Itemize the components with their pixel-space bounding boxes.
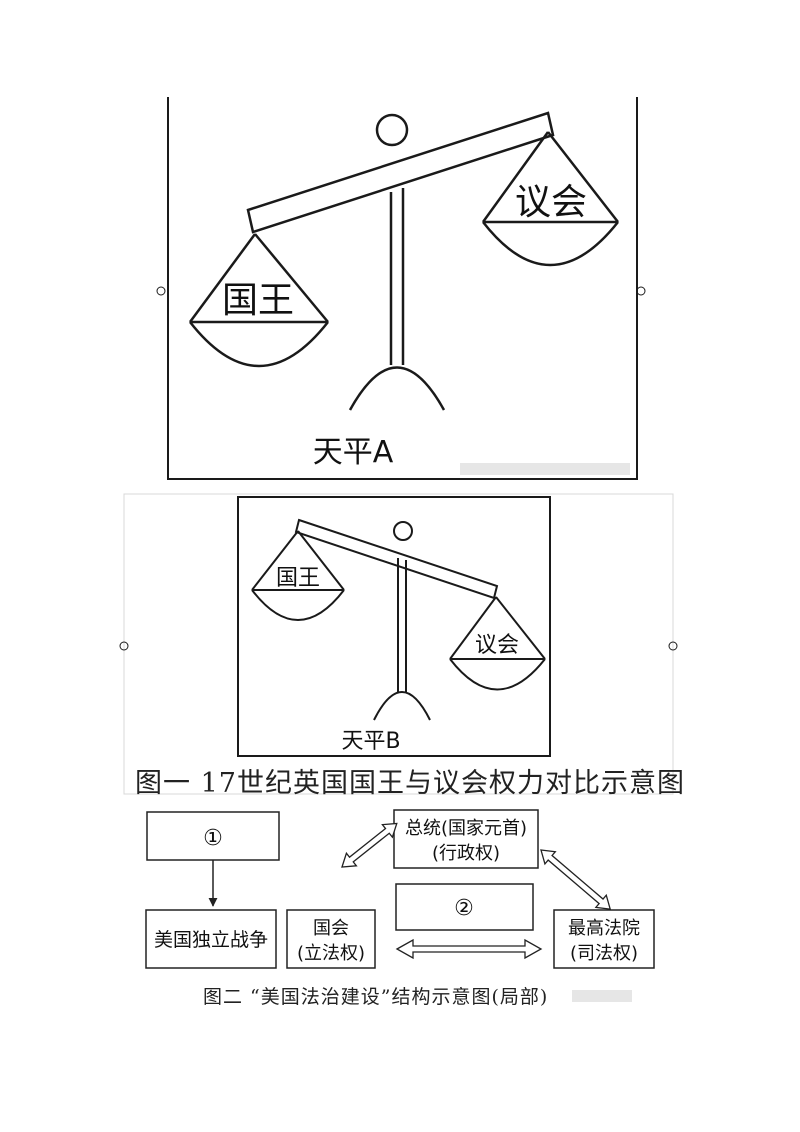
scale-a-frame: [167, 97, 638, 480]
scale-a-base: [348, 366, 446, 411]
watermark-smudge: [460, 463, 630, 475]
blank-box-1-label: ①: [203, 826, 223, 851]
blank-box-2-label: ②: [454, 896, 474, 921]
president-box: [393, 809, 539, 869]
congress-box: [286, 909, 376, 969]
president-box-line2: (行政权): [432, 843, 500, 864]
scale-a-caption: 天平A: [313, 435, 394, 470]
scale-b-base: [373, 691, 431, 721]
scale-a-left-pan-label: 国王: [222, 280, 294, 321]
scale-b-right-pan-label: 议会: [475, 633, 519, 658]
scale-b-right-pan: 议会: [449, 596, 546, 691]
court-box: [553, 909, 655, 969]
figure1-caption: 图一 17世纪英国国王与议会权力对比示意图: [135, 768, 685, 799]
scale-b-beam: [294, 518, 499, 600]
scale-a: 国王 议会 天平A: [156, 97, 646, 480]
scale-a-pivot-ball: [375, 113, 409, 147]
scale-a-beam: [246, 111, 555, 234]
figure2-caption: 图二 “美国法治建设”结构示意图(局部): [203, 986, 548, 1008]
court-box-line2: (司法权): [570, 943, 638, 964]
president-court-double-arrow: [540, 849, 612, 910]
war-box-label: 美国独立战争: [154, 929, 268, 951]
president-box-line1: 总统(国家元首): [405, 818, 527, 839]
watermark-smudge-2: [572, 990, 632, 1002]
court-box-line1: 最高法院: [568, 918, 640, 939]
scale-b-outer-frame: [123, 493, 674, 795]
scale-a-right-pan: 议会: [481, 131, 619, 267]
congress-court-double-arrow: [395, 938, 543, 960]
blank-box-1: [146, 811, 280, 861]
congress-president-double-arrow: [341, 822, 398, 868]
scale-b-left-pan-label: 国王: [276, 566, 320, 591]
scale-b-pivot-ball: [393, 521, 413, 541]
left-page-marker-2: [119, 641, 129, 651]
blank-box-2: [395, 883, 534, 931]
scale-a-left-pan: 国王: [188, 233, 329, 368]
scale-b-caption: 天平B: [341, 729, 400, 754]
scale-b-left-pan: 国王: [251, 530, 345, 621]
war-box: [145, 909, 277, 969]
figure2: ① 美国独立战争 总统(国家元首) (行政权) ② 国会 (立法权) 最高法院 …: [145, 809, 655, 969]
left-page-marker: [156, 286, 166, 296]
right-page-marker-2: [668, 641, 678, 651]
scale-a-right-pan-label: 议会: [515, 182, 587, 223]
congress-box-line1: 国会: [313, 918, 349, 939]
right-page-marker: [636, 286, 646, 296]
congress-box-line2: (立法权): [297, 943, 365, 964]
scale-b-frame: [237, 496, 551, 757]
scale-b: 国王 议会 天平B: [119, 493, 678, 795]
